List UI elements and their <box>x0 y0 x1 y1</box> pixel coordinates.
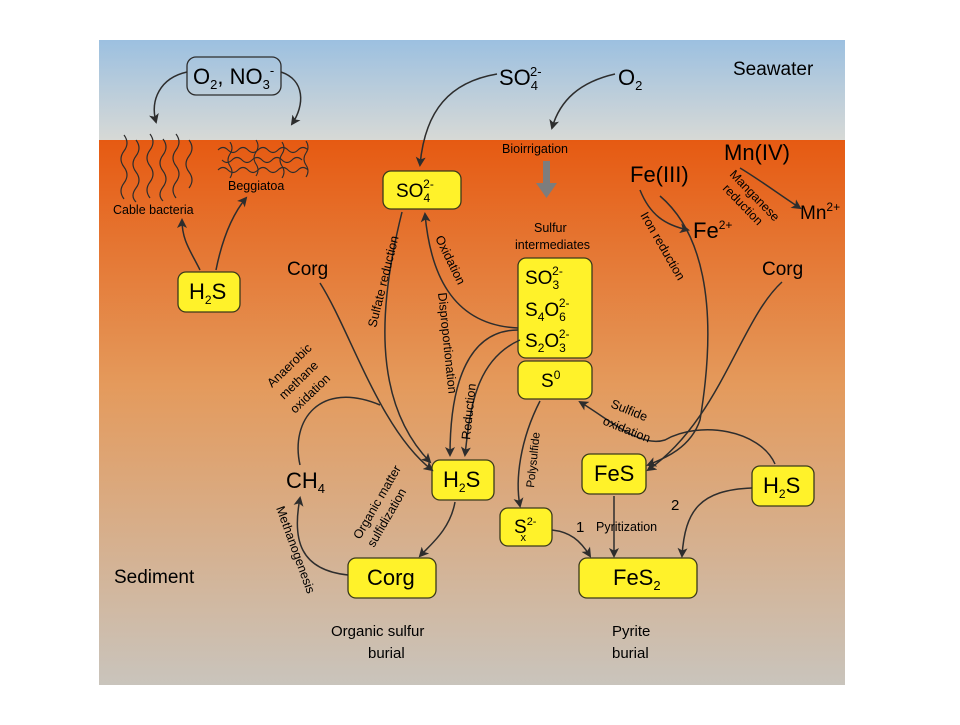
pyritization-label: Pyritization <box>596 520 657 534</box>
seawater-label: Seawater <box>733 59 814 80</box>
beggiatoa-icon <box>217 139 309 179</box>
arrow-h2s-right-to-pyrite <box>677 487 753 558</box>
seawater-oxygen: O2 <box>618 65 642 93</box>
manganese-ii-label: Mn2+ <box>800 200 840 224</box>
arrow-s0-to-polysulfide <box>513 400 541 508</box>
oxidants-box <box>186 56 282 96</box>
h2s-right-box <box>751 465 815 507</box>
arrow-oxidants-to-cable-bacteria <box>149 71 188 124</box>
pyrite-label: FeS2 <box>613 565 661 593</box>
fes-label: FeS <box>594 461 634 486</box>
sulfate-box <box>382 170 462 210</box>
arrow-manganese-reduction <box>739 167 802 210</box>
cable-bacteria-icon <box>120 133 193 203</box>
manganese-iv-label: Mn(IV) <box>724 140 790 165</box>
pathway-1-label: 1 <box>576 519 584 536</box>
arrow-seawater-sulfate-to-box <box>415 73 498 167</box>
h2s-left-box <box>177 271 241 313</box>
bioirrigation-arrow-icon <box>536 161 557 198</box>
organic-burial-label-1: Organic sulfur <box>331 623 424 640</box>
arrow-h2s-to-cable-bacteria <box>177 218 201 271</box>
pyrite-burial-label-2: burial <box>612 645 649 662</box>
reaction-arrows <box>149 71 802 576</box>
arrow-h2s-to-corg <box>418 501 456 558</box>
iron-iii-label: Fe(III) <box>630 162 689 187</box>
sulfite-label: SO32- <box>525 264 563 292</box>
corg-box <box>347 557 437 599</box>
sulfur-intermediates-title-2: intermediates <box>515 238 590 252</box>
sulfur-intermediates-box <box>517 257 593 359</box>
ferrous-iron-label: Fe2+ <box>693 218 732 243</box>
pathway-2-label: 2 <box>671 497 679 514</box>
beggiatoa-label: Beggiatoa <box>228 179 284 193</box>
sediment-zone <box>99 140 845 685</box>
sulfate-box-label: SO42- <box>396 177 434 205</box>
h2s-right-label: H2S <box>763 473 800 501</box>
arrow-corg-to-h2s <box>319 282 434 472</box>
h2s-mid-label: H2S <box>443 467 480 495</box>
h2s-left-label: H2S <box>189 279 226 307</box>
tetrathionate-label: S4O62- <box>525 296 570 324</box>
sulfur-intermediates-title-1: Sulfur <box>534 221 567 235</box>
methane-label: CH4 <box>286 468 325 496</box>
arrow-fe3-to-fe2 <box>639 189 690 234</box>
sediment-label: Sediment <box>114 567 195 588</box>
corg-right-label: Corg <box>762 259 803 280</box>
arrow-polysulfide-to-pyrite <box>551 529 592 558</box>
polysulfide-label: Polysulfide <box>525 432 543 489</box>
arrow-oxygen-bioirrigation <box>549 73 616 130</box>
arrow-oxidants-to-beggiatoa <box>280 71 302 126</box>
arrow-methane-to-aom <box>297 396 381 466</box>
oxidants-label: O2, NO3- <box>193 63 274 92</box>
organic-burial-label-2: burial <box>368 645 405 662</box>
polysulfide-box <box>499 507 553 547</box>
elemental-sulfur-box <box>517 360 593 400</box>
arrow-h2s-to-beggiatoa <box>215 196 248 271</box>
cable-bacteria-label: Cable bacteria <box>113 203 194 217</box>
h2s-mid-box <box>431 459 495 501</box>
corg-left-label: Corg <box>287 259 328 280</box>
arrow-sulfide-oxidation <box>578 400 776 465</box>
arrow-methanogenesis <box>293 496 349 576</box>
corg-box-label: Corg <box>367 565 415 590</box>
bioirrigation-label: Bioirrigation <box>502 142 568 156</box>
arrow-oxidation-to-sulfate <box>420 212 519 329</box>
arrow-reduction <box>460 339 521 457</box>
seawater-sulfate: SO42- <box>499 64 542 93</box>
arrow-disproportionation <box>445 329 519 457</box>
polysulfide-species-label: S2-x <box>514 516 537 544</box>
fes-box <box>581 453 647 495</box>
pyrite-burial-label-1: Pyrite <box>612 623 650 640</box>
thiosulfate-label: S2O32- <box>525 327 570 355</box>
reduction-label: Reduction <box>459 383 479 440</box>
arrow-sulfate-reduction <box>384 211 432 464</box>
elemental-sulfur-label: S0 <box>541 368 561 392</box>
arrow-corg-right-to-fes <box>646 281 783 472</box>
pyrite-box <box>578 557 698 599</box>
